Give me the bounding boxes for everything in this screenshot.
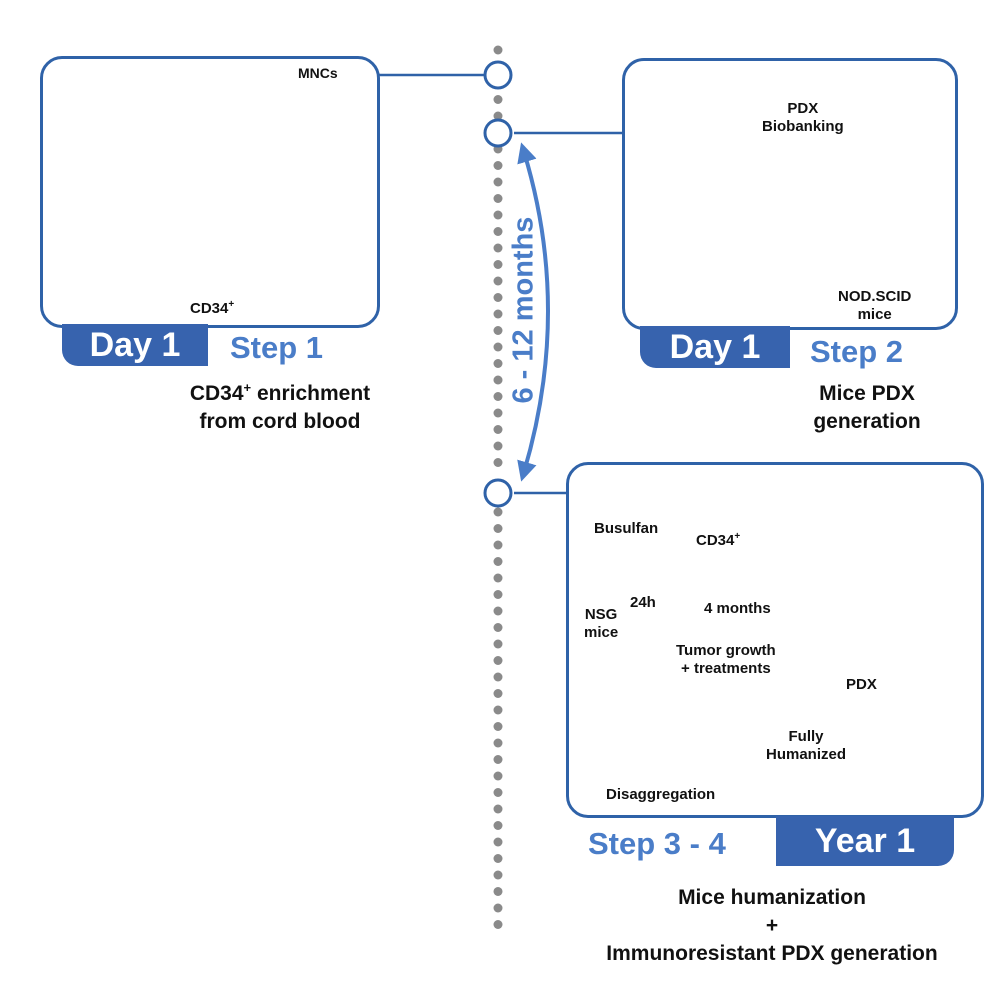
timeline-dot xyxy=(493,573,503,583)
step34-caption: Mice humanization+Immunoresistant PDX ge… xyxy=(606,886,938,965)
timeline-dot xyxy=(493,887,503,896)
timeline-dot xyxy=(493,821,503,830)
step1-panel xyxy=(40,56,380,328)
timeline-dot xyxy=(493,276,503,286)
step1-caption: CD34+ enrichment from cord blood xyxy=(189,380,371,433)
timeline-dot xyxy=(493,639,503,649)
step2-panel xyxy=(622,58,958,330)
4-months-label: 4 months xyxy=(704,600,771,617)
timeline-dot xyxy=(493,210,503,220)
timeline-dot xyxy=(493,425,503,434)
timeline-dot xyxy=(493,705,503,715)
timeline-dot xyxy=(493,738,503,748)
timeline-dot xyxy=(493,293,503,302)
timeline-dot xyxy=(493,788,503,797)
timeline-dot xyxy=(493,689,503,698)
step1-title: Step 1 xyxy=(230,330,324,365)
cd34-step3-label: CD34+ xyxy=(696,531,741,549)
timeline-node-2 xyxy=(483,118,513,148)
timeline-dot xyxy=(493,854,503,863)
timeline-dot xyxy=(493,177,503,187)
timeline-dot xyxy=(493,507,503,517)
timeline-dot xyxy=(493,557,503,566)
pdx-label: PDX xyxy=(846,676,877,693)
timeline-dots xyxy=(493,45,503,929)
mncs-label: MNCs xyxy=(298,65,338,81)
timeline-dot xyxy=(493,392,503,401)
timeline-dot xyxy=(493,441,503,451)
timeline-dot xyxy=(493,755,503,764)
timeline-dot xyxy=(493,375,503,385)
duration-arrow xyxy=(517,142,550,482)
timeline-dot xyxy=(493,408,503,418)
timeline-dot xyxy=(493,458,503,467)
timeline-node-3 xyxy=(483,478,513,508)
step2-day-tab: Day 1 xyxy=(640,326,790,368)
disaggregation-label: Disaggregation xyxy=(606,786,716,803)
timeline-dot xyxy=(493,903,503,913)
timeline-dot xyxy=(493,161,503,170)
timeline-dot xyxy=(493,524,503,533)
timeline-dot xyxy=(493,590,503,599)
timeline-dot xyxy=(493,540,503,550)
cd34-label: CD34+ xyxy=(190,299,235,317)
tumor-growth-label: Tumor growth+ treatments xyxy=(676,642,776,677)
timeline-dot xyxy=(493,227,503,236)
timeline-dot xyxy=(493,606,503,616)
timeline-dot xyxy=(493,309,503,319)
timeline-dot xyxy=(493,623,503,632)
step34-title: Step 3 - 4 xyxy=(588,826,726,861)
busulfan-label: Busulfan xyxy=(594,520,659,537)
timeline-dot xyxy=(493,359,503,368)
timeline-node-1 xyxy=(483,60,513,90)
timeline-dot xyxy=(493,326,503,335)
timeline-dot xyxy=(493,45,503,55)
timeline-dot xyxy=(493,656,503,665)
timeline-dot xyxy=(493,672,503,682)
step2-title: Step 2 xyxy=(810,334,904,369)
timeline-dot xyxy=(493,260,503,269)
timeline-dot xyxy=(493,804,503,814)
timeline-dot xyxy=(493,111,503,121)
timeline-dot xyxy=(493,771,503,781)
step34-panel xyxy=(566,462,984,818)
timeline-dot xyxy=(493,243,503,253)
step1-day-tab: Day 1 xyxy=(62,324,208,366)
timeline-dot xyxy=(493,722,503,731)
duration-label: 6 - 12 months xyxy=(507,216,540,404)
timeline-dot xyxy=(493,95,503,104)
timeline-dot xyxy=(493,920,503,929)
step34-year-tab: Year 1 xyxy=(776,816,954,866)
24h-label: 24h xyxy=(630,594,656,611)
timeline-dot xyxy=(493,870,503,880)
timeline-dot xyxy=(493,194,503,203)
timeline-dot xyxy=(493,837,503,847)
timeline-dot xyxy=(493,342,503,352)
